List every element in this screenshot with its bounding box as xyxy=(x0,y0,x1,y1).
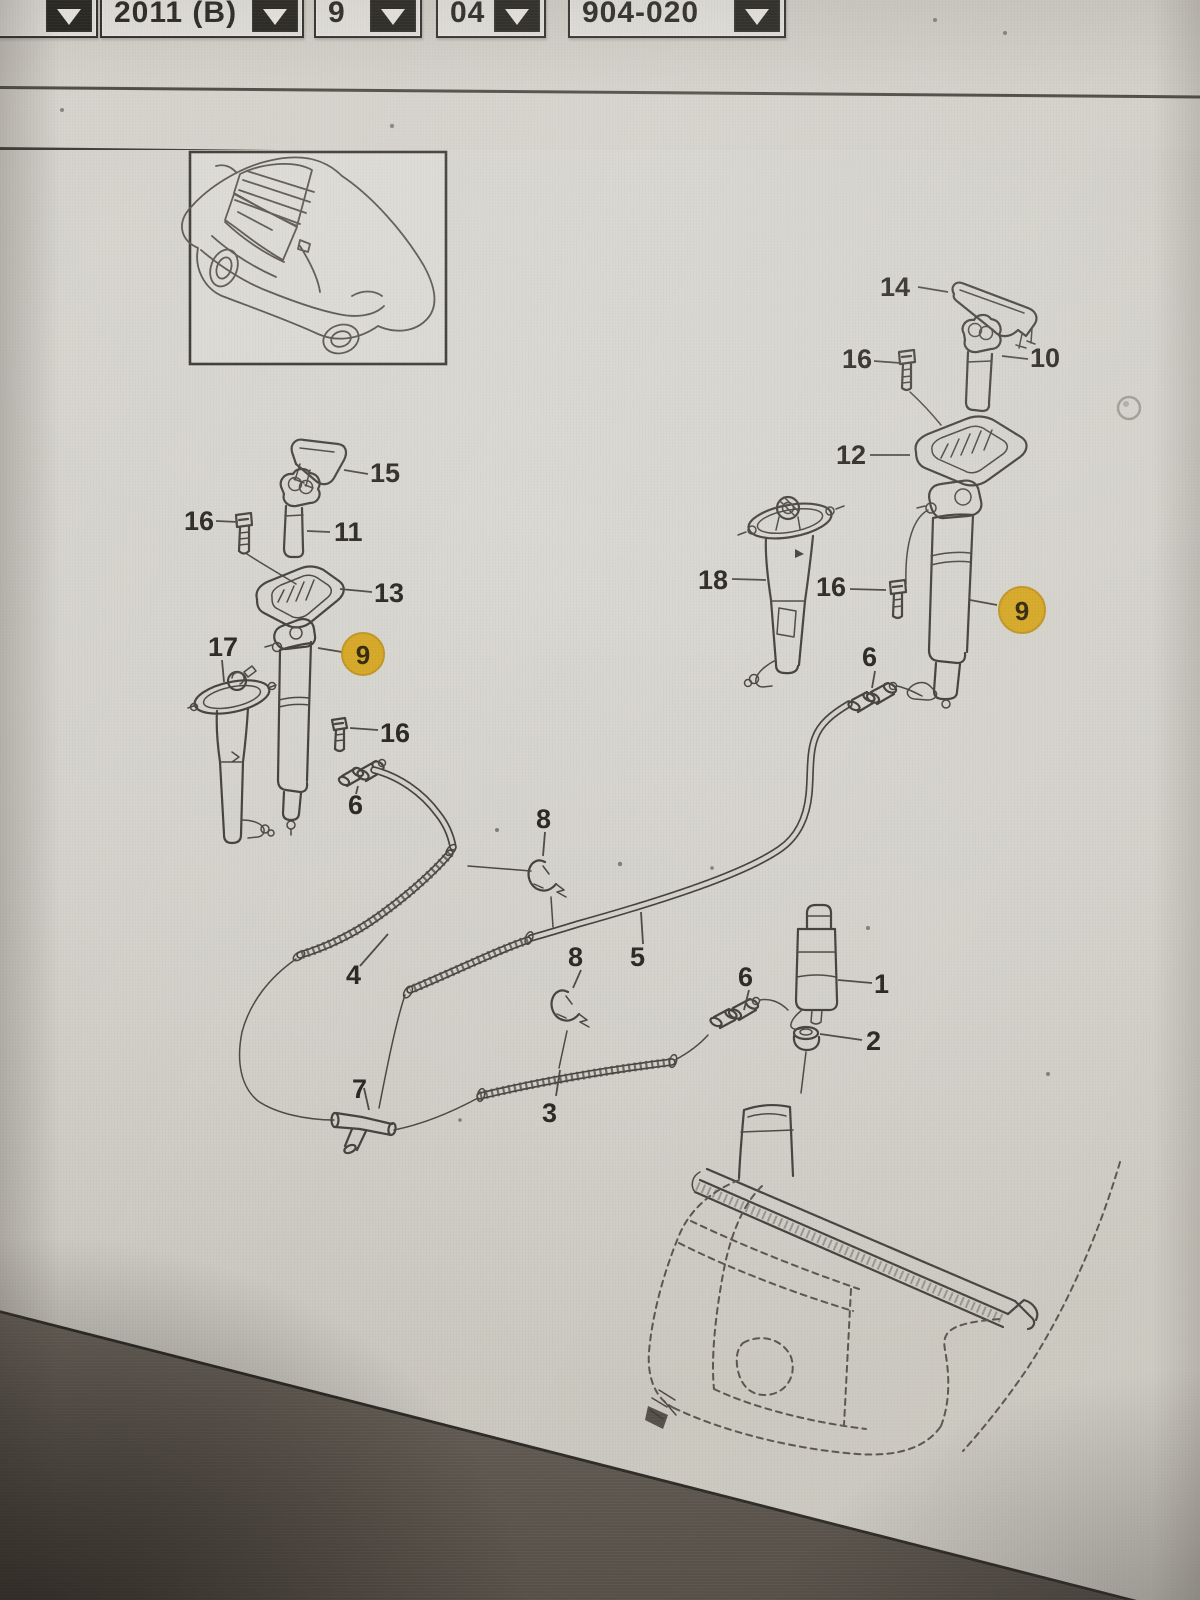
callout-label-2[interactable]: 2 xyxy=(866,1026,881,1056)
callout-label-16-left-top[interactable]: 16 xyxy=(184,506,214,536)
callout-label-18[interactable]: 18 xyxy=(698,565,728,595)
leader-11 xyxy=(306,530,331,533)
part-bezel-12 xyxy=(914,415,1028,487)
callout-label-7[interactable]: 7 xyxy=(352,1074,367,1104)
leader-8-lower xyxy=(572,969,582,989)
part-washer-pump-1 xyxy=(790,903,839,1030)
part-actuator-cylinder-9-left xyxy=(264,617,317,836)
callout-label-12[interactable]: 12 xyxy=(836,440,866,470)
part-nozzle-10 xyxy=(961,313,1002,413)
part-y-connector-7 xyxy=(330,1111,397,1155)
leader-6-right xyxy=(871,670,876,689)
callout-label-4[interactable]: 4 xyxy=(346,960,361,990)
callout-label-9-right: 9 xyxy=(1015,596,1029,626)
leader-14 xyxy=(917,286,949,293)
leader-16-right-mid xyxy=(849,588,887,591)
callout-label-1[interactable]: 1 xyxy=(874,969,889,999)
leader-8-upper xyxy=(542,831,546,857)
screen-smudge xyxy=(1116,395,1142,421)
leader-9-left xyxy=(317,647,343,653)
leader-2 xyxy=(819,1033,863,1041)
callout-label-6-bottom[interactable]: 6 xyxy=(738,962,753,992)
leader-17 xyxy=(221,659,225,683)
leader-lines xyxy=(215,286,1029,1111)
callout-label-16-right-mid[interactable]: 16 xyxy=(816,572,846,602)
callout-label-17[interactable]: 17 xyxy=(208,632,238,662)
part-hose-connector-6-bottom xyxy=(709,996,789,1030)
part-hose-connector-6-right xyxy=(847,681,938,714)
highlight-callout-9-right[interactable]: 9 xyxy=(998,586,1046,634)
highlight-callout-9-left[interactable]: 9 xyxy=(341,632,385,676)
callout-label-16-right-top[interactable]: 16 xyxy=(842,344,872,374)
leader-16-left-top xyxy=(215,520,239,523)
leader-1 xyxy=(837,979,873,984)
part-hose-clip-8-upper xyxy=(467,859,567,928)
part-actuator-cylinder-9-right xyxy=(905,479,983,709)
callout-label-14[interactable]: 14 xyxy=(880,272,910,302)
leader-5 xyxy=(640,911,644,945)
callout-label-13[interactable]: 13 xyxy=(374,578,404,608)
callout-label-6-right[interactable]: 6 xyxy=(862,642,877,672)
part-screw-16-right-top xyxy=(897,348,942,426)
part-washer-reservoir xyxy=(645,1103,1121,1456)
hose-4-to-left-nozzle xyxy=(238,766,457,1121)
leader-4 xyxy=(359,933,389,967)
part-hose-clip-8-lower xyxy=(550,989,590,1069)
callout-label-8-upper[interactable]: 8 xyxy=(536,804,551,834)
callout-label-5[interactable]: 5 xyxy=(630,942,645,972)
leader-15 xyxy=(343,469,369,475)
part-screw-16-right-mid xyxy=(888,578,908,620)
callout-label-11[interactable]: 11 xyxy=(334,517,363,547)
leader-9-right xyxy=(969,599,998,606)
callout-label-9-left: 9 xyxy=(356,640,370,670)
part-telescopic-nozzle-17 xyxy=(187,665,277,845)
part-screw-16-left-mid xyxy=(330,716,349,753)
callout-label-8-lower[interactable]: 8 xyxy=(568,942,583,972)
callout-label-15[interactable]: 15 xyxy=(370,458,400,488)
vehicle-thumbnail[interactable] xyxy=(181,150,448,366)
callout-label-6-left[interactable]: 6 xyxy=(348,790,363,820)
callout-label-16-left-mid[interactable]: 16 xyxy=(380,718,410,748)
leader-16-left-mid xyxy=(349,727,379,731)
hose-5-to-right-nozzle xyxy=(378,700,853,1109)
part-grommet-2 xyxy=(792,1025,821,1094)
leader-18 xyxy=(731,578,767,581)
leader-10 xyxy=(1001,355,1029,360)
callout-label-3[interactable]: 3 xyxy=(542,1098,557,1128)
leader-16-right-top xyxy=(873,360,901,364)
callout-label-10[interactable]: 10 xyxy=(1030,343,1060,373)
